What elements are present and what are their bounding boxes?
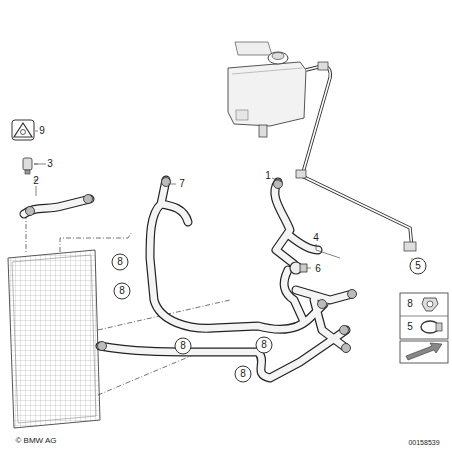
hose-body <box>161 204 188 222</box>
hose-end <box>84 195 93 204</box>
hose-body <box>275 182 294 264</box>
hose-body <box>314 300 346 348</box>
hose-end <box>342 344 351 353</box>
diagram-number: 00158539 <box>408 439 439 446</box>
expansion-tank <box>228 42 306 137</box>
radiator <box>8 250 100 428</box>
hose-end <box>348 290 357 299</box>
callout-number: 6 <box>315 264 321 274</box>
temperature-sensor <box>23 158 32 170</box>
vent-pipe <box>302 66 412 248</box>
hose-clamp <box>290 262 311 274</box>
hose-body <box>284 270 304 322</box>
callout-number: 1 <box>265 171 271 181</box>
hose-outline <box>150 180 324 329</box>
callout-number: 5 <box>415 261 421 271</box>
callout-number: 8 <box>119 286 125 296</box>
hose-body <box>150 180 324 329</box>
hose-outline <box>161 204 188 222</box>
hose-end <box>318 300 327 309</box>
callout-number: 7 <box>179 179 185 189</box>
callout-number: 8 <box>240 369 246 379</box>
coolant-hoses <box>24 178 357 379</box>
hose-outline <box>275 182 294 264</box>
callout-number: 8 <box>407 299 413 309</box>
hose-outline <box>296 290 352 300</box>
hose-end <box>26 207 35 216</box>
hose-outline <box>100 330 346 378</box>
callout-number: 8 <box>117 257 123 267</box>
callout-number: 8 <box>261 340 267 350</box>
callout-number: 8 <box>180 341 186 351</box>
callout-number: 2 <box>33 176 39 186</box>
callout-number: 3 <box>47 159 53 169</box>
copyright-note: © BMW AG <box>15 437 56 445</box>
hose-end <box>98 342 107 351</box>
leader-line <box>26 214 132 252</box>
leader-line <box>34 131 412 266</box>
callout-number: 5 <box>407 322 413 332</box>
hose-end <box>274 180 283 189</box>
hose-end <box>162 178 171 187</box>
warning-symbol <box>12 120 34 140</box>
callout-number: 9 <box>39 126 45 136</box>
parts-key-box <box>400 293 448 363</box>
hose-body <box>296 290 352 300</box>
callout-circles <box>112 254 426 382</box>
hose-end <box>340 326 349 335</box>
hose-body <box>100 330 346 378</box>
callout-number: 4 <box>313 233 319 243</box>
